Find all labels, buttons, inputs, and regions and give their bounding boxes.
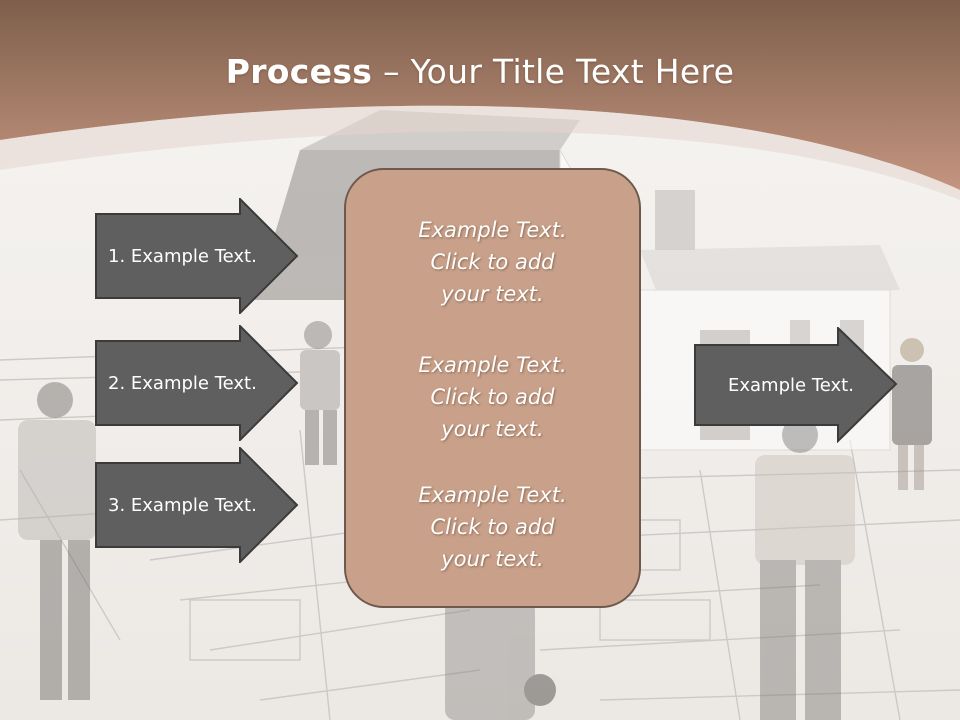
center-text-box[interactable]: Example Text. Click to add your text. Ex… — [344, 168, 641, 608]
para-line: Example Text. — [418, 218, 567, 242]
para-line: your text. — [441, 547, 544, 571]
para-line: Click to add — [430, 250, 555, 274]
title-strong: Process — [225, 52, 373, 91]
header-band — [0, 0, 960, 200]
arrow-right-shape — [95, 198, 299, 314]
title-rest: – Your Title Text Here — [372, 52, 735, 91]
step-label-3: 3. Example Text. — [108, 494, 257, 516]
arrow-right-shape — [95, 447, 299, 563]
blueprint-floor — [0, 344, 960, 720]
para-line: your text. — [441, 282, 544, 306]
para-line: Click to add — [430, 385, 555, 409]
slide-title: Process – Your Title Text Here — [0, 52, 960, 91]
center-paragraph-3: Example Text. Click to add your text. — [346, 479, 639, 575]
center-paragraph-2: Example Text. Click to add your text. — [346, 349, 639, 445]
result-label: Example Text. — [728, 374, 854, 396]
step-arrow-1[interactable]: 1. Example Text. — [95, 198, 299, 314]
result-arrow[interactable]: Example Text. — [694, 327, 898, 443]
para-line: your text. — [441, 417, 544, 441]
center-paragraph-1: Example Text. Click to add your text. — [346, 214, 639, 310]
step-label-1: 1. Example Text. — [108, 245, 257, 267]
para-line: Click to add — [430, 515, 555, 539]
arrow-right-shape — [694, 327, 898, 443]
step-arrow-2[interactable]: 2. Example Text. — [95, 325, 299, 441]
para-line: Example Text. — [418, 483, 567, 507]
arrow-right-shape — [95, 325, 299, 441]
para-line: Example Text. — [418, 353, 567, 377]
step-label-2: 2. Example Text. — [108, 372, 257, 394]
step-arrow-3[interactable]: 3. Example Text. — [95, 447, 299, 563]
architect-figures — [18, 321, 932, 720]
